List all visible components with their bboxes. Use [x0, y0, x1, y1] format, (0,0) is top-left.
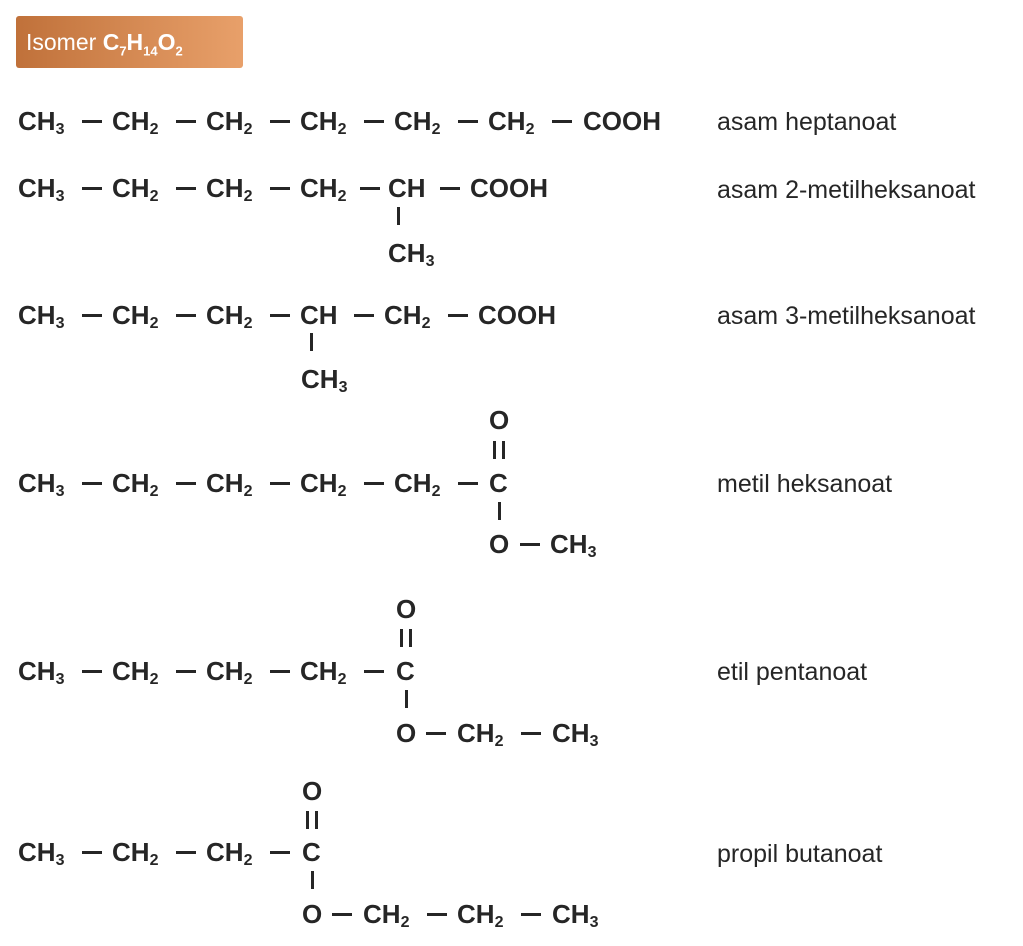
- ch2-group: CH2: [206, 837, 253, 869]
- single-bond: [82, 851, 102, 854]
- single-bond: [270, 314, 290, 317]
- ch-group: CH: [388, 173, 426, 203]
- single-bond: [82, 120, 102, 123]
- single-bond: [426, 732, 446, 735]
- ch3-group: CH3: [18, 656, 65, 688]
- single-bond: [354, 314, 374, 317]
- single-bond: [270, 120, 290, 123]
- single-bond: [427, 913, 447, 916]
- oxygen-atom: O: [489, 529, 510, 559]
- single-bond: [552, 120, 572, 123]
- single-bond: [364, 482, 384, 485]
- cooh-group: COOH: [478, 300, 556, 330]
- vertical-bond: [311, 871, 314, 889]
- single-bond: [458, 482, 478, 485]
- title-badge: Isomer C7H14O2: [16, 16, 243, 68]
- ch2-group: CH2: [488, 106, 535, 138]
- ch2-group: CH2: [300, 173, 347, 205]
- ch2-group: CH2: [112, 468, 159, 500]
- vertical-bond: [310, 333, 313, 351]
- ch2-group: CH2: [206, 106, 253, 138]
- single-bond: [270, 187, 290, 190]
- ch2-group: CH2: [300, 106, 347, 138]
- cooh-group: COOH: [470, 173, 548, 203]
- ch2-group: CH2: [206, 173, 253, 205]
- single-bond: [440, 187, 460, 190]
- carbonyl-carbon: C: [302, 837, 321, 867]
- vertical-bond: [498, 502, 501, 520]
- single-bond: [364, 670, 384, 673]
- oxygen-atom: O: [489, 405, 510, 435]
- isomer-name-4: metil heksanoat: [717, 470, 893, 498]
- single-bond: [176, 851, 196, 854]
- single-bond: [176, 314, 196, 317]
- vertical-bond: [397, 207, 400, 225]
- ch2-group: CH2: [457, 718, 504, 750]
- carbonyl-carbon: C: [489, 468, 508, 498]
- single-bond: [176, 670, 196, 673]
- single-bond: [520, 543, 540, 546]
- single-bond: [270, 482, 290, 485]
- isomer-name-3: asam 3-metilheksanoat: [717, 302, 976, 330]
- ch2-group: CH2: [300, 656, 347, 688]
- title-label: Isomer: [26, 29, 97, 55]
- single-bond: [176, 120, 196, 123]
- ch2-group: CH2: [384, 300, 431, 332]
- single-bond: [270, 670, 290, 673]
- ch3-group: CH3: [550, 529, 597, 561]
- ch2-group: CH2: [394, 106, 441, 138]
- oxygen-atom: O: [396, 594, 417, 624]
- single-bond: [82, 670, 102, 673]
- single-bond: [82, 482, 102, 485]
- ch3-group: CH3: [18, 837, 65, 869]
- carbonyl-carbon: C: [396, 656, 415, 686]
- single-bond: [82, 314, 102, 317]
- ch2-group: CH2: [363, 899, 410, 931]
- ch2-group: CH2: [206, 656, 253, 688]
- ch3-group: CH3: [301, 364, 348, 396]
- oxygen-atom: O: [302, 899, 323, 929]
- ch2-group: CH2: [112, 106, 159, 138]
- ch2-group: CH2: [112, 656, 159, 688]
- ch3-group: CH3: [18, 300, 65, 332]
- double-bond: [400, 629, 412, 647]
- ch2-group: CH2: [206, 468, 253, 500]
- single-bond: [521, 913, 541, 916]
- molecular-formula: C7H14O2: [102, 29, 183, 59]
- single-bond: [332, 913, 352, 916]
- ch2-group: CH2: [394, 468, 441, 500]
- ch3-group: CH3: [552, 899, 599, 931]
- ch2-group: CH2: [112, 173, 159, 205]
- ch3-group: CH3: [18, 173, 65, 205]
- isomer-name-1: asam heptanoat: [717, 108, 897, 136]
- vertical-bond: [405, 690, 408, 708]
- single-bond: [364, 120, 384, 123]
- single-bond: [176, 482, 196, 485]
- ch2-group: CH2: [112, 837, 159, 869]
- single-bond: [458, 120, 478, 123]
- ch2-group: CH2: [300, 468, 347, 500]
- ch2-group: CH2: [206, 300, 253, 332]
- double-bond: [493, 441, 505, 459]
- single-bond: [360, 187, 380, 190]
- single-bond: [448, 314, 468, 317]
- cooh-group: COOH: [583, 106, 661, 136]
- ch2-group: CH2: [457, 899, 504, 931]
- isomer-name-6: propil butanoat: [717, 840, 883, 868]
- single-bond: [176, 187, 196, 190]
- ch3-group: CH3: [552, 718, 599, 750]
- ch3-group: CH3: [388, 238, 435, 270]
- single-bond: [521, 732, 541, 735]
- ch-group: CH: [300, 300, 338, 330]
- ch3-group: CH3: [18, 106, 65, 138]
- isomer-name-2: asam 2-metilheksanoat: [717, 176, 976, 204]
- single-bond: [82, 187, 102, 190]
- ch3-group: CH3: [18, 468, 65, 500]
- oxygen-atom: O: [396, 718, 417, 748]
- ch2-group: CH2: [112, 300, 159, 332]
- single-bond: [270, 851, 290, 854]
- oxygen-atom: O: [302, 776, 323, 806]
- double-bond: [306, 811, 318, 829]
- isomer-name-5: etil pentanoat: [717, 658, 868, 686]
